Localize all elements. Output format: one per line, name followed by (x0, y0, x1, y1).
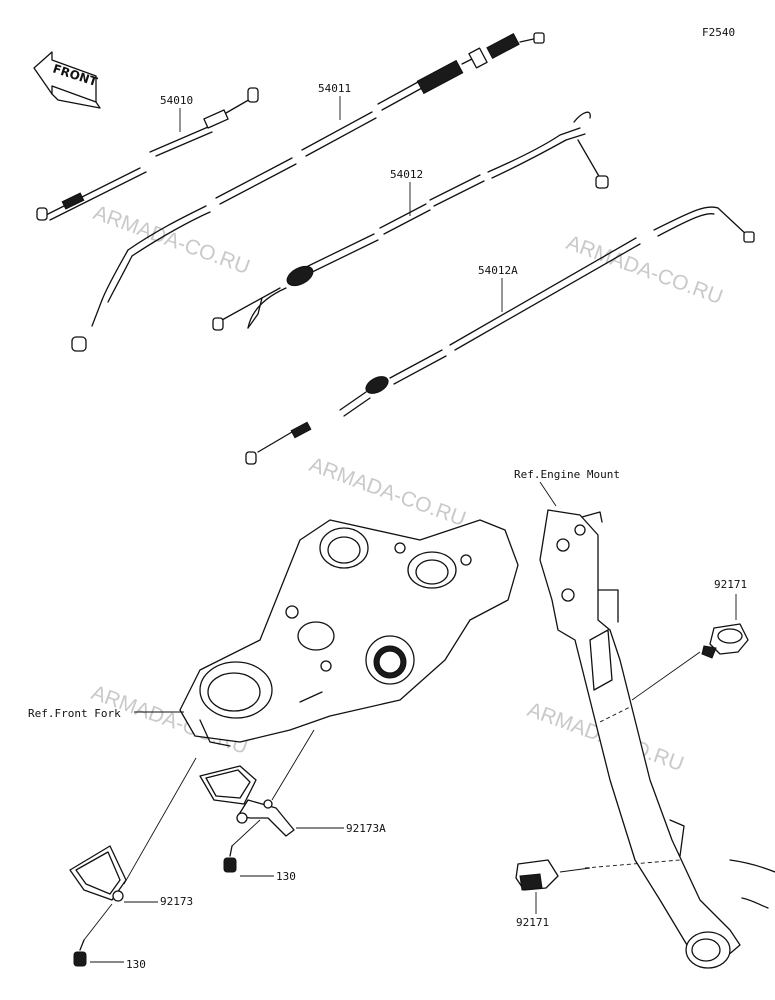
label-54012: 54012 (390, 168, 423, 181)
clamp-92171-upper: 92171 (631, 578, 749, 701)
label-130-lower: 130 (126, 958, 146, 971)
label-92173A: 92173A (346, 822, 386, 835)
figure-code: F2540 (702, 26, 735, 39)
bolt-130-upper: 130 (223, 819, 296, 883)
front-arrow-icon: FRONT (33, 51, 101, 109)
cable-54010 (36, 87, 259, 221)
watermark-1: ARMADA-CO.RU (90, 201, 252, 279)
steering-stem: Ref.Front Fork (28, 519, 519, 747)
label-92171-upper: 92171 (714, 578, 747, 591)
guide-92173-lower: 92173 (69, 757, 197, 908)
label-92173: 92173 (160, 895, 193, 908)
label-54011: 54011 (318, 82, 351, 95)
cable-54011 (71, 32, 545, 352)
bolt-130-lower: 130 (73, 903, 146, 971)
cable-54012 (212, 111, 609, 331)
cable-labels: 54010 54011 54012 54012A (160, 82, 518, 312)
bracket-92173A: 92173A (236, 729, 386, 837)
label-54010: 54010 (160, 94, 193, 107)
ref-engine-mount: Ref.Engine Mount (514, 468, 620, 481)
watermark-3: ARMADA-CO.RU (306, 453, 468, 531)
ref-front-fork: Ref.Front Fork (28, 707, 121, 720)
guide-92173-upper (199, 765, 257, 805)
clamp-92171-lower: 92171 (515, 859, 591, 929)
label-54012A: 54012A (478, 264, 518, 277)
watermark-2: ARMADA-CO.RU (563, 231, 725, 309)
cable-54012A (245, 206, 755, 465)
label-92171-lower: 92171 (516, 916, 549, 929)
label-130-upper: 130 (276, 870, 296, 883)
engine-mount-frame: Ref.Engine Mount (514, 468, 775, 969)
